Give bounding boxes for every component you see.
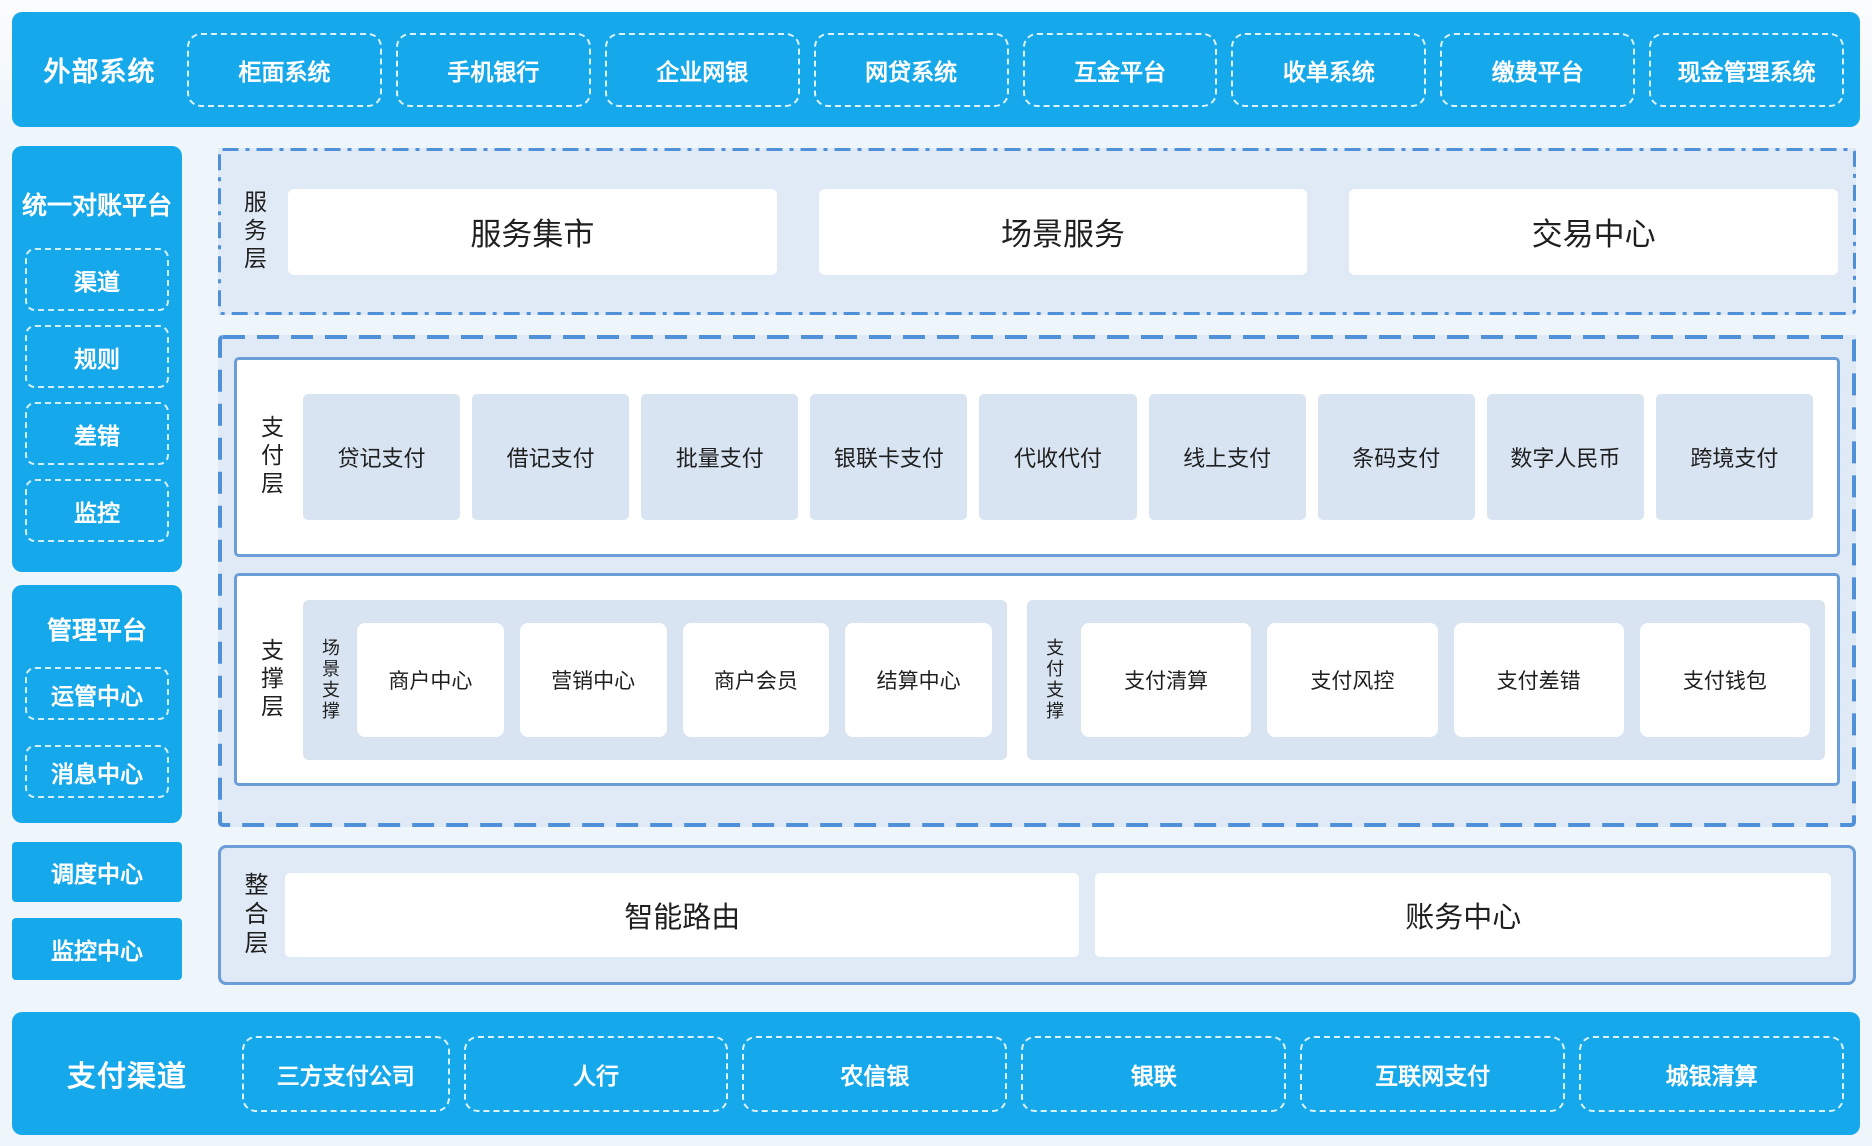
payment-wallet-box: 支付钱包 [1639, 622, 1810, 737]
payment-channel-item: 互联网支付 [1300, 1035, 1566, 1112]
sidebar-item-monitor: 监控 [25, 479, 169, 542]
external-system-item: 柜面系统 [187, 32, 382, 107]
sidebar-item-errors: 差错 [25, 402, 169, 465]
core-layers-box: 支付层 贷记支付 借记支付 批量支付 银联卡支付 代收代付 线上支付 条码支付 … [218, 335, 1856, 827]
accounting-center-box: 账务中心 [1095, 873, 1831, 957]
online-payment-box: 线上支付 [1148, 394, 1306, 520]
payment-layer-box: 支付层 贷记支付 借记支付 批量支付 银联卡支付 代收代付 线上支付 条码支付 … [234, 357, 1840, 557]
payment-channel-item: 城银清算 [1579, 1035, 1845, 1112]
reconciliation-platform-panel: 统一对账平台 渠道 规则 差错 监控 [12, 146, 182, 572]
debit-payment-box: 借记支付 [472, 394, 630, 520]
service-layer-label: 服务层 [240, 189, 267, 274]
collection-payment-box: 代收代付 [979, 394, 1137, 520]
marketing-center-box: 营销中心 [519, 622, 667, 737]
external-system-item: 网贷系统 [813, 32, 1009, 107]
batch-payment-box: 批量支付 [641, 394, 799, 520]
merchant-center-box: 商户中心 [357, 622, 504, 737]
external-system-item: 互金平台 [1022, 32, 1218, 107]
payment-clearing-box: 支付清算 [1081, 622, 1252, 737]
management-platform-panel: 管理平台 运管中心 消息中心 [12, 585, 182, 823]
scene-service-box: 场景服务 [818, 188, 1308, 275]
payment-channel-item: 人行 [463, 1035, 729, 1112]
payment-channel-item: 三方支付公司 [242, 1035, 450, 1112]
support-layer-groups: 场景支撑 商户中心 营销中心 商户会员 结算中心 支付支撑 支付清算 支付风控 … [303, 599, 1837, 760]
payment-channels-title: 支付渠道 [66, 1060, 187, 1093]
transaction-center-box: 交易中心 [1349, 188, 1839, 275]
sidebar-item-message-center: 消息中心 [25, 745, 169, 798]
integration-layer-box: 整合层 智能路由 账务中心 [218, 845, 1856, 985]
payment-support-items: 支付清算 支付风控 支付差错 支付钱包 [1081, 622, 1825, 737]
payment-channel-item: 银联 [1021, 1035, 1287, 1112]
scheduling-center-block: 调度中心 [12, 842, 182, 902]
external-system-item: 手机银行 [395, 32, 591, 107]
settlement-center-box: 结算中心 [845, 622, 993, 737]
payment-channels-bar: 支付渠道 三方支付公司 人行 农信银 银联 互联网支付 城银清算 [12, 1012, 1860, 1135]
scene-support-items: 商户中心 营销中心 商户会员 结算中心 [357, 622, 1007, 737]
sidebar-item-ops-center: 运管中心 [25, 667, 169, 720]
payment-channels-items: 三方支付公司 人行 农信银 银联 互联网支付 城银清算 [242, 1035, 1860, 1112]
barcode-payment-box: 条码支付 [1317, 394, 1475, 520]
external-systems-title: 外部系统 [43, 57, 156, 87]
integration-layer-items: 智能路由 账务中心 [285, 873, 1853, 957]
integration-layer-label: 整合层 [240, 871, 267, 959]
payment-risk-box: 支付风控 [1267, 622, 1438, 737]
reconciliation-platform-title: 统一对账平台 [21, 192, 172, 220]
digital-rmb-box: 数字人民币 [1486, 394, 1644, 520]
smart-routing-box: 智能路由 [285, 873, 1080, 957]
support-layer-label: 支撑层 [257, 637, 284, 722]
external-system-item: 收单系统 [1231, 32, 1427, 107]
scene-support-group: 场景支撑 商户中心 营销中心 商户会员 结算中心 [303, 599, 1008, 760]
external-system-item: 现金管理系统 [1649, 32, 1844, 107]
service-market-box: 服务集市 [288, 188, 777, 275]
external-system-item: 企业网银 [604, 32, 800, 107]
payment-support-label: 支付支撑 [1044, 637, 1065, 722]
payment-layer-items: 贷记支付 借记支付 批量支付 银联卡支付 代收代付 线上支付 条码支付 数字人民… [303, 394, 1837, 520]
payment-layer-label: 支付层 [257, 415, 284, 499]
external-system-item: 缴费平台 [1440, 32, 1636, 107]
monitoring-center-block: 监控中心 [12, 918, 182, 980]
payment-channel-item: 农信银 [742, 1035, 1008, 1112]
unionpay-card-payment-box: 银联卡支付 [810, 394, 968, 520]
support-layer-box: 支撑层 场景支撑 商户中心 营销中心 商户会员 结算中心 支付支撑 支付清算 支… [234, 573, 1840, 786]
merchant-member-box: 商户会员 [682, 622, 830, 737]
credit-payment-box: 贷记支付 [303, 394, 461, 520]
crossborder-payment-box: 跨境支付 [1655, 394, 1813, 520]
service-layer-box: 服务层 服务集市 场景服务 交易中心 [218, 148, 1856, 315]
scene-support-label: 场景支撑 [320, 637, 340, 722]
service-layer-items: 服务集市 场景服务 交易中心 [288, 188, 1856, 275]
sidebar-item-channel: 渠道 [25, 248, 169, 311]
sidebar-item-rules: 规则 [25, 325, 169, 388]
management-platform-title: 管理平台 [46, 617, 147, 645]
external-systems-items: 柜面系统 手机银行 企业网银 网贷系统 互金平台 收单系统 缴费平台 现金管理系… [187, 32, 1860, 107]
external-systems-bar: 外部系统 柜面系统 手机银行 企业网银 网贷系统 互金平台 收单系统 缴费平台 … [12, 12, 1860, 127]
payment-error-box: 支付差错 [1453, 622, 1624, 737]
payment-support-group: 支付支撑 支付清算 支付风控 支付差错 支付钱包 [1027, 599, 1825, 760]
